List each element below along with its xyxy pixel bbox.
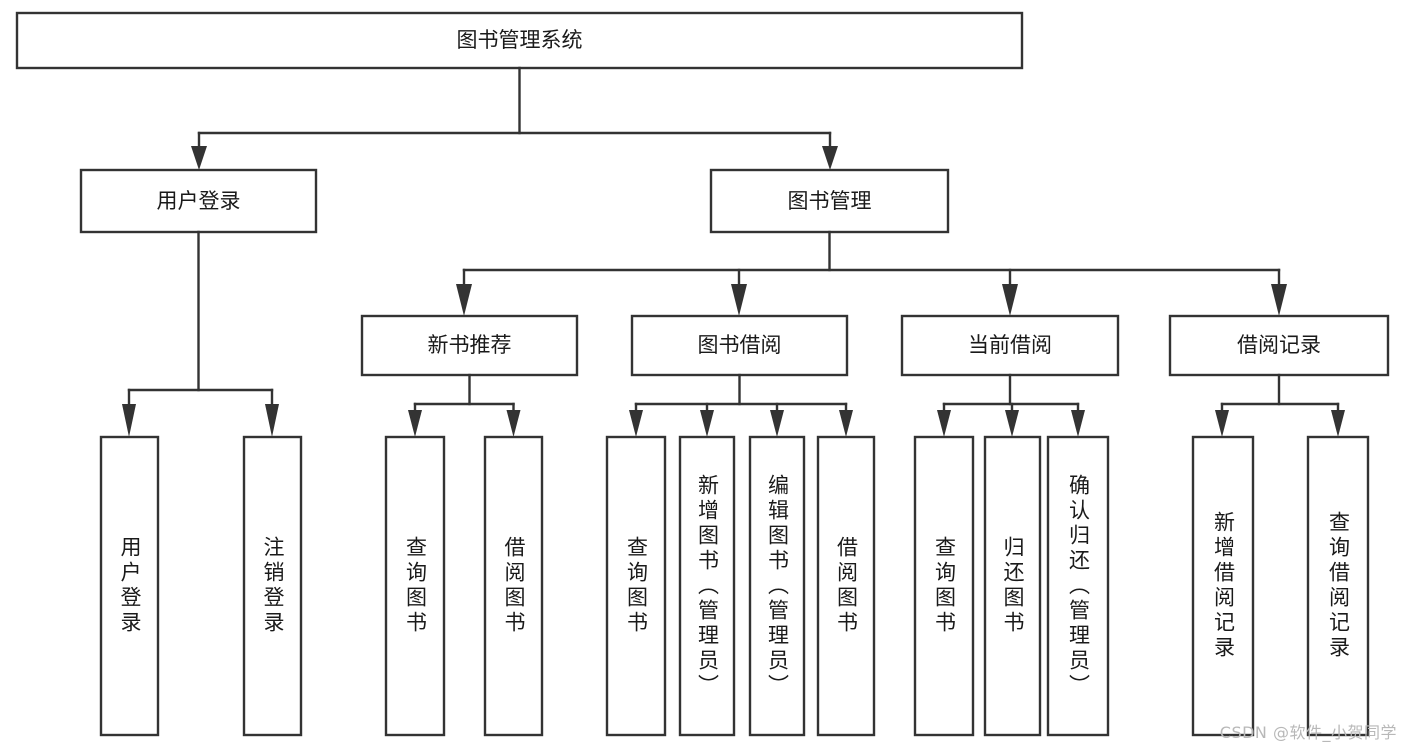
arrow-head-icon	[937, 410, 951, 437]
leaf-box-currentborrow-1[interactable]	[913, 435, 975, 737]
leaf-box-borrowrecord-2[interactable]	[1306, 435, 1370, 737]
arrow-head-icon	[629, 410, 643, 437]
connector-borrowrecord-to-leaves	[1215, 373, 1345, 437]
arrow-head-icon	[822, 146, 838, 170]
leaf-box-bookborrow-3[interactable]	[748, 435, 806, 737]
current-borrow-box[interactable]	[900, 314, 1120, 377]
arrow-head-icon	[1005, 410, 1019, 437]
connector-currentborrow-to-leaves	[937, 373, 1085, 437]
root-box[interactable]	[15, 11, 1024, 70]
leaf-box-newbook-1[interactable]	[384, 435, 446, 737]
arrow-head-icon	[456, 284, 472, 316]
borrow-record-label: 借阅记录	[1237, 333, 1321, 357]
new-book-recommend-label: 新书推荐	[428, 333, 512, 357]
node-root[interactable]: 图书管理系统	[15, 11, 1024, 70]
connector-userlogin-to-leaves	[122, 230, 279, 437]
arrow-head-icon	[700, 410, 714, 437]
connector-newbook-to-leaves	[408, 373, 521, 437]
arrow-head-icon	[839, 410, 853, 437]
connector-bookmgmt-to-level3	[456, 230, 1287, 316]
leaf-box-newbook-2[interactable]	[483, 435, 544, 737]
arrow-head-icon	[408, 410, 422, 437]
user-login-label: 用户登录	[157, 189, 241, 213]
leaf-box-currentborrow-2[interactable]	[983, 435, 1042, 737]
arrow-head-icon	[1215, 410, 1229, 437]
node-new-book-recommend[interactable]: 新书推荐	[360, 314, 579, 377]
arrow-head-icon	[506, 410, 521, 437]
node-user-login[interactable]: 用户登录	[79, 168, 318, 234]
watermark-text: CSDN @软件_小贺同学	[1219, 723, 1397, 742]
root-label: 图书管理系统	[457, 28, 583, 52]
leaf-box-currentborrow-3[interactable]	[1046, 435, 1110, 737]
user-login-box[interactable]	[79, 168, 318, 234]
arrow-head-icon	[1331, 410, 1345, 437]
arrow-head-icon	[1071, 410, 1085, 437]
leaf-box-borrowrecord-1[interactable]	[1191, 435, 1255, 737]
arrow-head-icon	[770, 410, 784, 437]
node-book-borrow[interactable]: 图书借阅	[630, 314, 849, 377]
leaf-box-user-login-1[interactable]	[99, 435, 160, 737]
arrow-head-icon	[191, 146, 207, 170]
arrow-head-icon	[1271, 284, 1287, 316]
arrow-head-icon	[122, 404, 136, 437]
arrow-head-icon	[731, 284, 747, 316]
connector-root-to-level2	[191, 66, 838, 170]
book-management-label: 图书管理	[788, 189, 872, 213]
node-book-management[interactable]: 图书管理	[709, 168, 950, 234]
node-borrow-record[interactable]: 借阅记录	[1168, 314, 1390, 377]
leaf-box-bookborrow-1[interactable]	[605, 435, 667, 737]
arrow-head-icon	[1002, 284, 1018, 316]
leaf-box-user-login-2[interactable]	[242, 435, 303, 737]
current-borrow-label: 当前借阅	[968, 333, 1052, 357]
node-current-borrow[interactable]: 当前借阅	[900, 314, 1120, 377]
leaf-box-bookborrow-4[interactable]	[816, 435, 876, 737]
book-borrow-label: 图书借阅	[698, 333, 782, 357]
new-book-recommend-box[interactable]	[360, 314, 579, 377]
leaf-box-bookborrow-2[interactable]	[678, 435, 736, 737]
connector-bookborrow-to-leaves	[629, 373, 853, 437]
arrow-head-icon	[265, 404, 279, 437]
